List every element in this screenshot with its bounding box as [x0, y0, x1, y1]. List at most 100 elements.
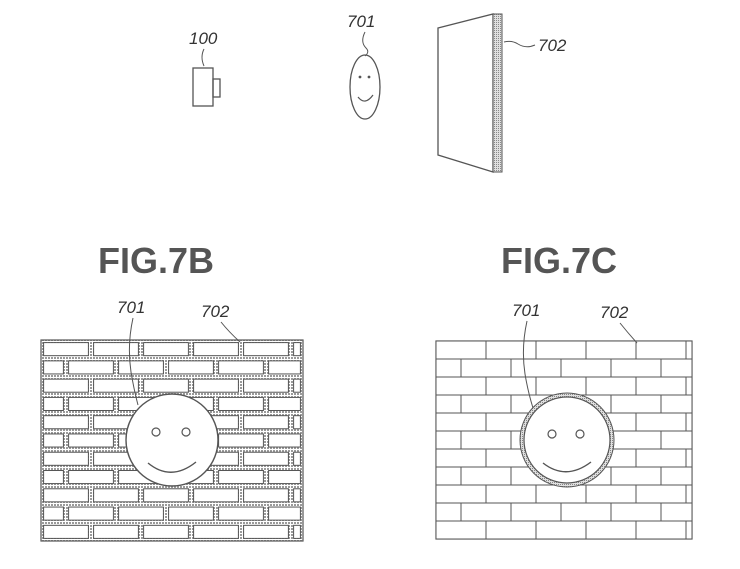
brick [460, 358, 512, 378]
background-ref-label: 702 [538, 36, 567, 55]
brick [610, 430, 662, 450]
brick [460, 430, 512, 450]
brick [635, 340, 687, 360]
brick [268, 470, 301, 485]
brick [43, 470, 64, 485]
brick [635, 412, 687, 432]
brick [43, 433, 64, 448]
fig-7c-background-ref-label: 702 [600, 303, 629, 322]
background-leader-line [503, 40, 536, 48]
fig-7b-subject-leader-line [128, 317, 139, 406]
brick [293, 342, 301, 357]
brick [43, 378, 89, 393]
brick [460, 394, 512, 414]
brick [68, 396, 114, 411]
brick [435, 376, 487, 396]
brick [43, 524, 89, 539]
subject-leader-line [362, 31, 369, 57]
brick [293, 378, 301, 393]
brick [660, 430, 693, 450]
fig-7b-title: FIG.7B [98, 240, 214, 281]
brick [268, 433, 301, 448]
brick [610, 394, 662, 414]
brick [685, 520, 693, 540]
brick [435, 412, 487, 432]
brick [685, 448, 693, 468]
background-wall-icon [437, 13, 503, 173]
brick [93, 488, 139, 503]
brick [460, 466, 512, 486]
brick [168, 506, 214, 521]
brick [93, 524, 139, 539]
brick [610, 466, 662, 486]
brick [610, 502, 662, 522]
brick [193, 488, 239, 503]
brick [635, 448, 687, 468]
brick [585, 484, 637, 504]
brick [485, 484, 537, 504]
brick [43, 342, 89, 357]
brick [685, 412, 693, 432]
brick [243, 488, 289, 503]
brick [218, 506, 264, 521]
brick [143, 342, 189, 357]
fig-7b-face-icon [125, 393, 219, 487]
brick [535, 340, 587, 360]
fig-7b-subject-ref-label: 701 [117, 298, 145, 317]
brick [660, 466, 693, 486]
fig-7b-brick-grid [43, 342, 301, 539]
brick [93, 342, 139, 357]
brick [485, 520, 537, 540]
brick [43, 451, 89, 466]
brick [435, 394, 462, 414]
brick [268, 360, 301, 375]
fig-7b-background-leader-line [220, 321, 241, 343]
brick [243, 342, 289, 357]
brick [268, 396, 301, 411]
brick [143, 378, 189, 393]
brick [535, 376, 587, 396]
fig-7c-face-icon [519, 392, 615, 488]
fig-7c-background-leader-line [619, 322, 638, 344]
brick [193, 378, 239, 393]
brick [293, 415, 301, 430]
brick [635, 376, 687, 396]
brick [118, 360, 164, 375]
fig-7c-subject-leader-line [522, 320, 534, 409]
brick [660, 502, 693, 522]
camera-ref-label: 100 [189, 29, 218, 48]
brick [293, 451, 301, 466]
brick [660, 394, 693, 414]
fig-7c-title: FIG.7C [501, 240, 617, 281]
brick [435, 448, 487, 468]
top-scene: 100 701 702 [189, 12, 567, 173]
brick [685, 484, 693, 504]
camera-icon [192, 67, 221, 107]
brick [218, 396, 264, 411]
brick [585, 340, 637, 360]
brick [43, 506, 64, 521]
brick [43, 360, 64, 375]
brick [43, 396, 64, 411]
brick [218, 360, 264, 375]
fig-7c-subject-ref-label: 701 [512, 301, 540, 320]
subject-face-icon [349, 54, 381, 120]
fig-7b-panel: 701 702 [40, 298, 304, 542]
fig-7b-background-ref-label: 702 [201, 302, 230, 321]
brick [193, 342, 239, 357]
brick [435, 484, 487, 504]
brick [585, 376, 637, 396]
brick [68, 506, 114, 521]
brick [560, 358, 612, 378]
brick [435, 520, 487, 540]
brick [243, 378, 289, 393]
brick [168, 360, 214, 375]
brick [435, 430, 462, 450]
fig-7c-panel: 701 702 [435, 301, 693, 540]
brick [293, 524, 301, 539]
brick [435, 358, 462, 378]
brick [685, 340, 693, 360]
brick [435, 502, 462, 522]
brick [68, 433, 114, 448]
